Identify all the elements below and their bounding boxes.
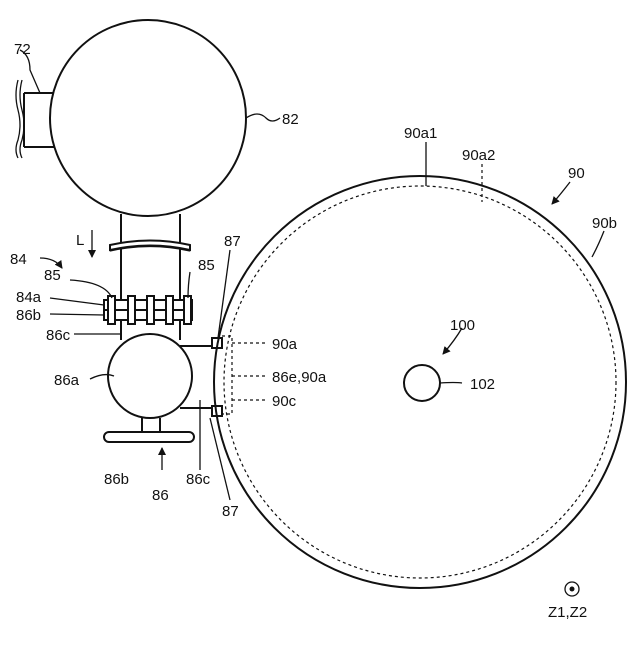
label-85-right: 85 [198,257,215,274]
label-90a: 90a [272,336,298,353]
label-87-bottom: 87 [222,503,239,520]
label-z1-z2: Z1,Z2 [548,604,587,621]
label-84: 84 [10,251,27,268]
label-90a2: 90a2 [462,147,495,164]
label-84a: 84a [16,289,42,306]
valve-86 [104,334,222,442]
label-86b-top: 86b [16,307,41,324]
label-86c-bottom: 86c [186,471,211,488]
label-90a1: 90a1 [404,125,437,142]
label-90: 90 [568,165,585,182]
bolt [184,296,191,324]
dot-in-circle-icon [565,582,579,596]
valve-ball-86a [108,334,192,418]
shaft-102 [404,365,440,401]
label-86c-top: 86c [46,327,71,344]
label-72: 72 [14,41,31,58]
label-100: 100 [450,317,475,334]
flange-assembly [104,296,192,324]
bolt [147,296,154,324]
label-86: 86 [152,487,169,504]
label-82: 82 [282,111,299,128]
handle-86b [104,432,194,442]
bolt [128,296,135,324]
label-85-left: 85 [44,267,61,284]
label-102: 102 [470,376,495,393]
tank-82 [50,20,246,216]
bolt [108,296,115,324]
bolt [166,296,173,324]
label-86a: 86a [54,372,80,389]
label-86b-bottom: 86b [104,471,129,488]
label-86e-90a: 86e,90a [272,369,327,386]
label-90b: 90b [592,215,617,232]
label-L: L [76,232,84,249]
label-87-top: 87 [224,233,241,250]
label-90c: 90c [272,393,297,410]
